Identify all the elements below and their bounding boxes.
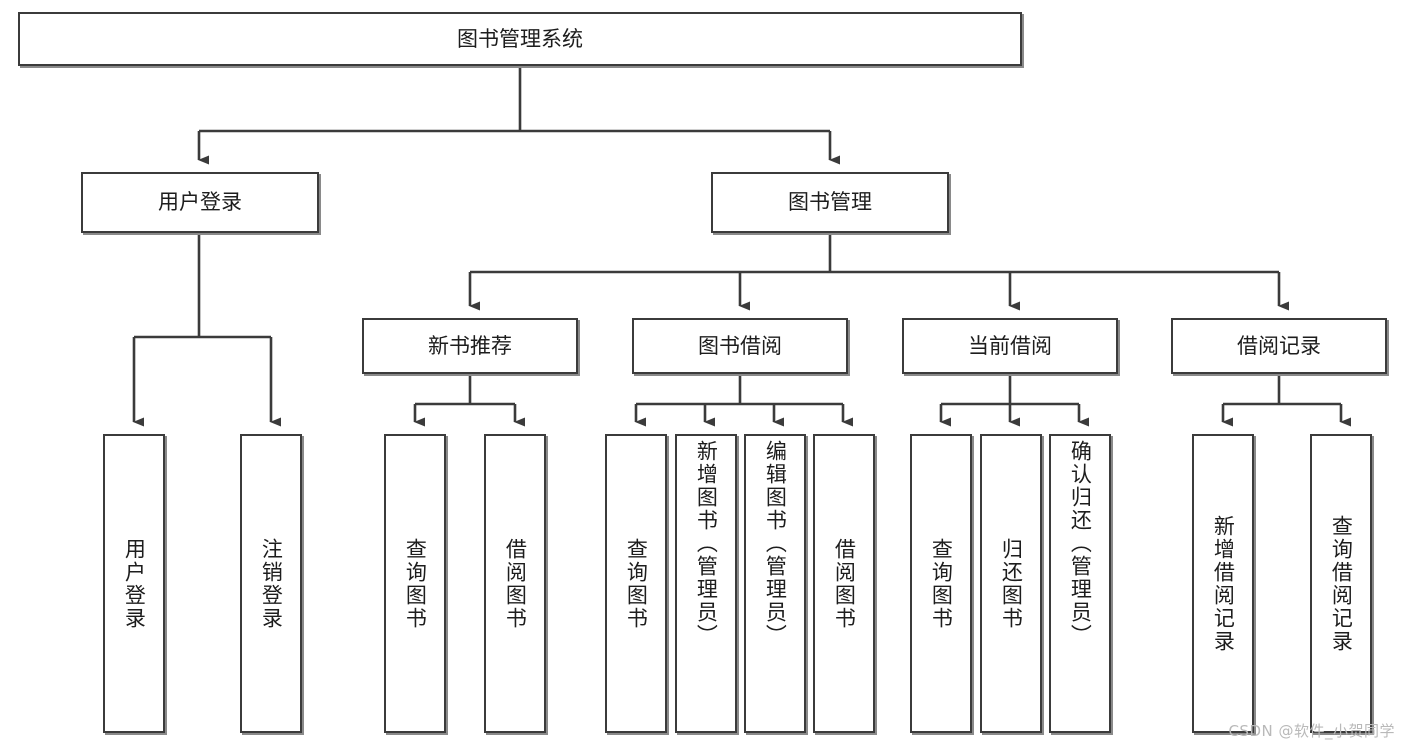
node-leaf-user-login-label: 用户登录 [122, 537, 147, 630]
node-book-borrow[interactable]: 图书借阅 [632, 318, 848, 374]
node-leaf-borrow-book-1-label: 借阅图书 [503, 537, 528, 630]
node-root[interactable]: 图书管理系统 [18, 12, 1022, 66]
node-leaf-confirm-return-label: 确认归还（管理员） [1068, 440, 1093, 647]
node-leaf-add-book[interactable]: 新增图书（管理员） [675, 434, 737, 733]
node-leaf-borrow-book-2[interactable]: 借阅图书 [813, 434, 875, 733]
node-leaf-borrow-book-2-label: 借阅图书 [832, 537, 857, 630]
node-leaf-add-record[interactable]: 新增借阅记录 [1192, 434, 1254, 733]
node-book-management-label: 图书管理 [788, 190, 872, 214]
node-leaf-edit-book-label: 编辑图书（管理员） [763, 440, 788, 647]
node-new-book-recommend[interactable]: 新书推荐 [362, 318, 578, 374]
node-leaf-query-book-1[interactable]: 查询图书 [384, 434, 446, 733]
node-leaf-edit-book[interactable]: 编辑图书（管理员） [744, 434, 806, 733]
node-leaf-user-logout-label: 注销登录 [259, 537, 284, 630]
node-leaf-query-record-label: 查询借阅记录 [1329, 514, 1354, 653]
node-leaf-query-book-2[interactable]: 查询图书 [605, 434, 667, 733]
node-leaf-query-book-1-label: 查询图书 [403, 537, 428, 630]
node-leaf-add-record-label: 新增借阅记录 [1211, 514, 1236, 653]
node-user-login-label: 用户登录 [158, 190, 242, 214]
node-leaf-query-record[interactable]: 查询借阅记录 [1310, 434, 1372, 733]
node-leaf-user-login[interactable]: 用户登录 [103, 434, 165, 733]
node-current-borrow[interactable]: 当前借阅 [902, 318, 1118, 374]
node-root-label: 图书管理系统 [457, 26, 583, 51]
node-leaf-return-book[interactable]: 归还图书 [980, 434, 1042, 733]
node-leaf-confirm-return[interactable]: 确认归还（管理员） [1049, 434, 1111, 733]
node-borrow-record[interactable]: 借阅记录 [1171, 318, 1387, 374]
node-leaf-return-book-label: 归还图书 [999, 537, 1024, 630]
node-leaf-query-book-3-label: 查询图书 [929, 537, 954, 630]
node-leaf-user-logout[interactable]: 注销登录 [240, 434, 302, 733]
node-user-login[interactable]: 用户登录 [81, 172, 319, 233]
node-new-book-recommend-label: 新书推荐 [428, 333, 512, 358]
node-leaf-add-book-label: 新增图书（管理员） [694, 440, 719, 647]
node-leaf-borrow-book-1[interactable]: 借阅图书 [484, 434, 546, 733]
watermark: CSDN @软件_小贺同学 [1228, 722, 1395, 740]
node-book-management[interactable]: 图书管理 [711, 172, 949, 233]
node-book-borrow-label: 图书借阅 [698, 333, 782, 358]
node-borrow-record-label: 借阅记录 [1237, 333, 1321, 358]
node-current-borrow-label: 当前借阅 [968, 333, 1052, 358]
node-leaf-query-book-2-label: 查询图书 [624, 537, 649, 630]
node-leaf-query-book-3[interactable]: 查询图书 [910, 434, 972, 733]
